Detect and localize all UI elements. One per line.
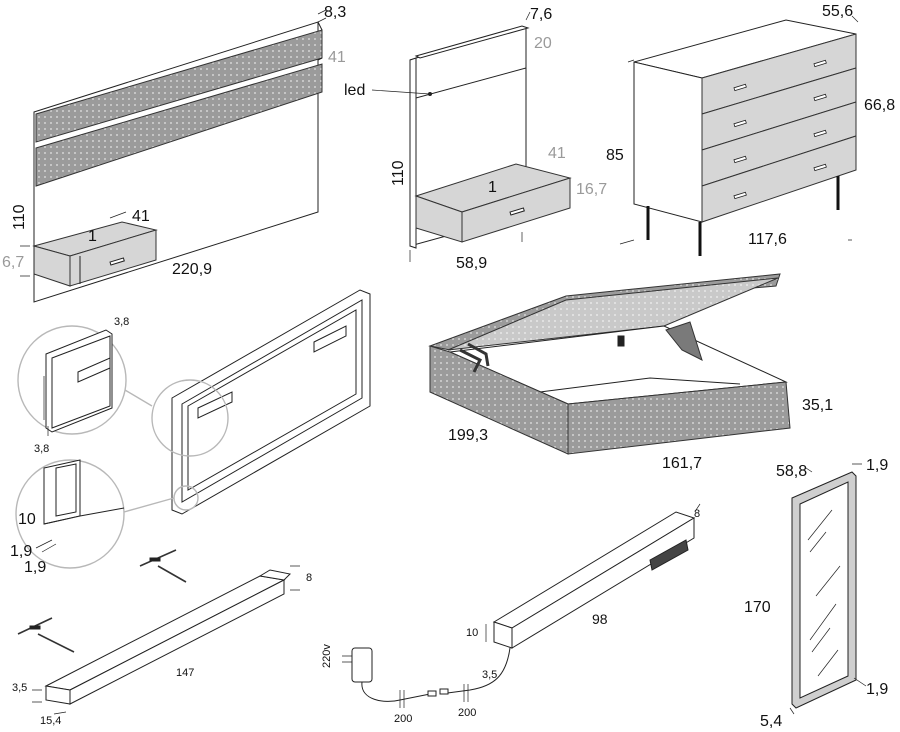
detail-circle-panel bbox=[151, 379, 229, 457]
storage-bed-front bbox=[567, 381, 791, 455]
chest-total-height-label: 85 bbox=[606, 147, 624, 164]
headboard-width-label: 220,9 bbox=[172, 261, 212, 278]
led-shelf-depth-label: 8 bbox=[694, 508, 700, 520]
mirror-height-label: 170 bbox=[744, 599, 771, 616]
mirror-depth-label: 5,4 bbox=[760, 713, 782, 730]
tv-unit-drawer-number: 1 bbox=[488, 179, 497, 196]
bedside-table-height-label: 6,7 bbox=[2, 254, 24, 271]
bedside-table-handle bbox=[109, 257, 125, 266]
panel-gap-dim-a-label: 1,9 bbox=[10, 543, 32, 560]
led-label: led bbox=[344, 82, 365, 99]
tv-unit-thickness-label: 7,6 bbox=[530, 6, 552, 23]
bedside-table-number: 1 bbox=[88, 228, 97, 245]
headboard-drawing bbox=[20, 9, 327, 303]
power-voltage-label: 220v bbox=[321, 644, 333, 668]
bedside-table-depth-label: 41 bbox=[132, 208, 150, 225]
chest-side bbox=[633, 61, 703, 223]
lift-mechanism-right bbox=[665, 321, 703, 361]
shelf-147-top bbox=[44, 575, 286, 691]
headboard-lower-cushion bbox=[35, 63, 323, 187]
tv-unit-width-label: 58,9 bbox=[456, 255, 487, 272]
shelf-147-front bbox=[69, 579, 285, 705]
chest-drawer-4 bbox=[701, 135, 857, 223]
panel-detail-drawing bbox=[15, 289, 371, 569]
led-shelf-front bbox=[511, 517, 695, 649]
panel-gap-dim-b-label: 1,9 bbox=[24, 559, 46, 576]
mirror-glass bbox=[799, 481, 849, 699]
panel-edge-dim-label: 10 bbox=[18, 511, 36, 528]
wall-panel-handle-right bbox=[313, 325, 347, 353]
chest-legs bbox=[646, 176, 840, 256]
shelf-147-drawing bbox=[17, 549, 300, 715]
mirror-drawing bbox=[789, 463, 867, 715]
chest-drawing bbox=[619, 15, 859, 256]
shelf-147-height-label: 3,5 bbox=[12, 682, 27, 694]
mirror-bottom-frame-label: 1,9 bbox=[866, 681, 888, 698]
panel-side-dim-label: 3,8 bbox=[34, 443, 49, 455]
shelf-147-width-label: 15,4 bbox=[40, 715, 61, 727]
storage-bed-length-label: 199,3 bbox=[448, 427, 488, 444]
storage-bed-width-label: 161,7 bbox=[662, 455, 702, 472]
chest-width-label: 117,6 bbox=[748, 231, 787, 248]
led-shelf-height-label: 10 bbox=[466, 627, 478, 639]
tv-unit-drawer-depth-label: 41 bbox=[548, 145, 566, 162]
detail-circle-top bbox=[17, 325, 127, 435]
detail-circle-bottom bbox=[15, 459, 125, 569]
chest-body-height-label: 66,8 bbox=[864, 97, 895, 114]
led-shelf-length-label: 98 bbox=[592, 611, 608, 627]
wall-panel-handle-left bbox=[197, 391, 233, 419]
cable-a-length-label: 200 bbox=[394, 713, 412, 725]
lift-mechanism-left bbox=[459, 342, 490, 373]
bedside-table-front bbox=[69, 229, 157, 287]
shelf-147-depth-label: 8 bbox=[306, 572, 312, 584]
led-shelf-lip-label: 3,5 bbox=[482, 669, 497, 681]
panel-top-dim-label: 3,8 bbox=[114, 316, 129, 328]
headboard-height-label: 110 bbox=[11, 204, 28, 230]
power-adapter-icon bbox=[351, 647, 373, 683]
cable-b-length-label: 200 bbox=[458, 707, 476, 719]
tv-unit-drawer-height-label: 16,7 bbox=[576, 181, 607, 198]
shelf-147-length-label: 147 bbox=[176, 667, 194, 679]
mirror-width-label: 58,8 bbox=[776, 463, 807, 480]
tv-unit-height-label: 110 bbox=[390, 160, 407, 186]
led-shelf-drawing bbox=[342, 503, 701, 708]
tv-unit-panel-height-label: 20 bbox=[534, 35, 552, 52]
mirror-top-frame-label: 1,9 bbox=[866, 457, 888, 474]
headboard-thickness-label: 8,3 bbox=[324, 4, 346, 21]
led-strip-icon bbox=[649, 539, 689, 571]
tv-unit-drawer-handle bbox=[509, 207, 525, 216]
tv-unit-drawing bbox=[371, 11, 572, 262]
led-point-icon bbox=[428, 92, 432, 96]
headboard-panel-height-label: 41 bbox=[328, 49, 346, 66]
storage-bed-height-label: 35,1 bbox=[802, 397, 833, 414]
storage-bed-drawing bbox=[428, 273, 791, 455]
chest-depth-label: 55,6 bbox=[822, 3, 853, 20]
